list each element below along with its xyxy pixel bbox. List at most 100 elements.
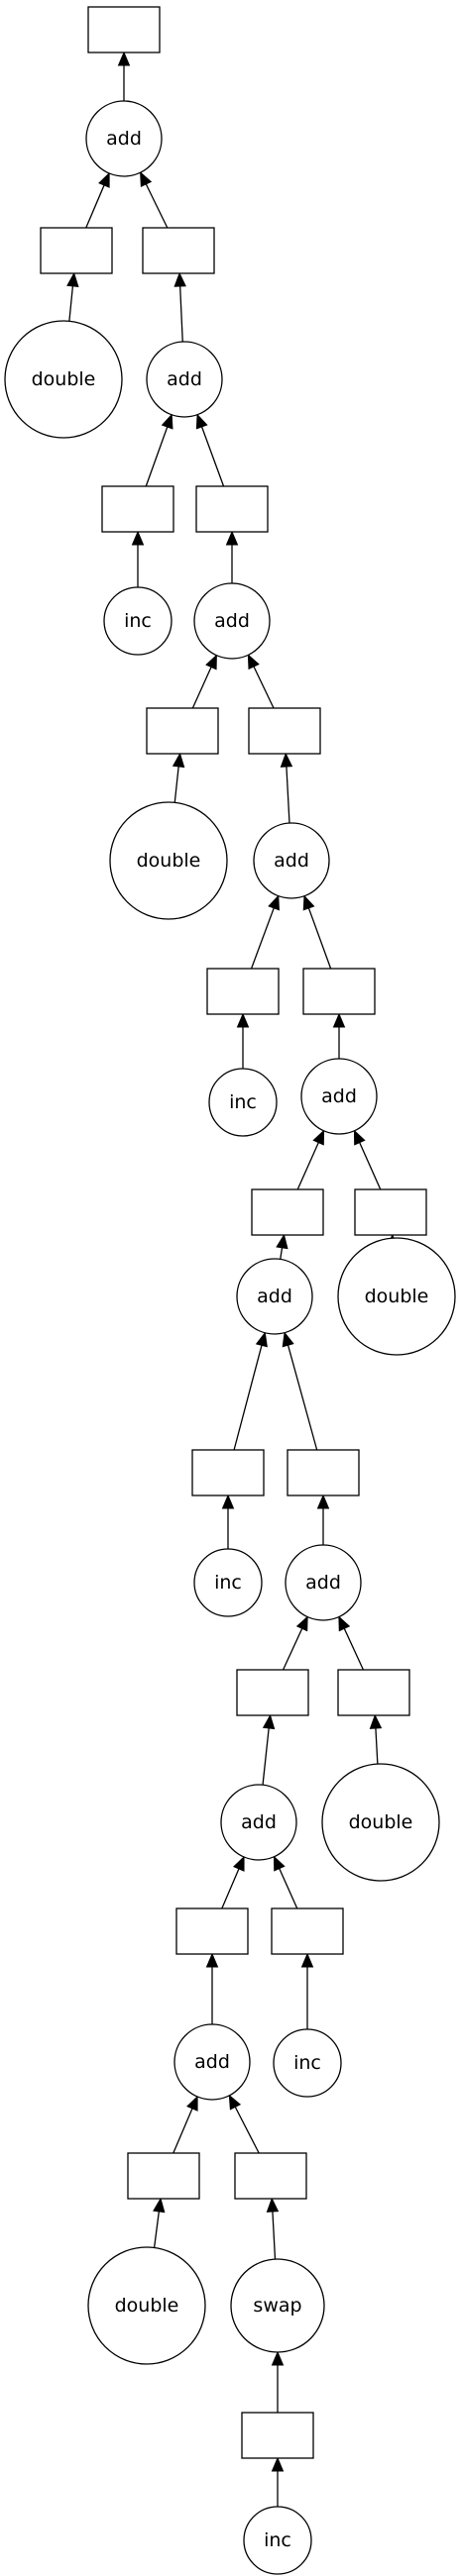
edge-r19-to-swap0 (271, 2350, 285, 2413)
arrow-head-icon (247, 654, 260, 670)
function-node-circle (193, 1548, 263, 1617)
edge-line (272, 2211, 277, 2260)
edge-inc2-to-r11 (221, 1494, 235, 1549)
edge-inc1-to-r7 (236, 1012, 250, 1069)
function-node-label: add (214, 610, 250, 632)
arrow-head-icon (186, 2095, 198, 2112)
data-node-rect (236, 1669, 309, 1716)
edge-line (68, 285, 74, 322)
edge-r7-to-add3 (250, 894, 280, 970)
function-node-circle (220, 1784, 297, 1861)
function-node-double: double (337, 1237, 456, 1356)
data-node-box (175, 1907, 249, 1955)
edge-double1-to-r5 (172, 752, 185, 803)
function-node-circle (243, 2506, 312, 2575)
edge-r18-to-add8 (228, 2094, 260, 2154)
edge-line (233, 1345, 263, 1451)
function-node-circle (103, 586, 173, 656)
edge-line (250, 907, 275, 970)
arrow-head-icon (332, 1012, 346, 1028)
function-node-circle (337, 1237, 456, 1356)
edge-inc4-to-r19 (271, 2456, 285, 2507)
edge-line (359, 1142, 382, 1190)
function-node-label: add (305, 1572, 341, 1594)
data-node-box (271, 1907, 344, 1955)
edge-add7-to-r13 (262, 1713, 276, 1786)
function-node-add: add (85, 100, 163, 177)
arrow-head-icon (205, 1952, 219, 1968)
data-node-rect (206, 968, 280, 1015)
edge-r5-to-add2 (191, 654, 217, 709)
function-node-swap: swap (230, 2258, 325, 2353)
edge-double0-to-r1 (66, 271, 79, 322)
data-node-box (248, 707, 321, 755)
edge-line (145, 426, 169, 487)
function-node-label: add (274, 850, 309, 872)
data-node-box (354, 1188, 427, 1236)
function-node-inc: inc (243, 2506, 312, 2575)
arrow-head-icon (117, 51, 131, 66)
edge-add1-to-r2 (173, 271, 186, 343)
function-node-double: double (4, 320, 123, 439)
function-node-circle (208, 1068, 278, 1137)
edge-line (375, 1727, 379, 1765)
edge-line (343, 1628, 365, 1671)
function-node-add: add (253, 822, 330, 899)
data-node-box (191, 1449, 265, 1496)
data-node-rect (142, 227, 215, 274)
function-node-circle (236, 1258, 313, 1335)
function-node-add: add (236, 1258, 313, 1335)
edge-line (191, 667, 212, 709)
data-node-rect (101, 485, 174, 533)
edge-line (221, 1868, 240, 1909)
data-node-rect (337, 1669, 410, 1716)
edge-line (173, 766, 179, 803)
arrow-head-icon (236, 1012, 250, 1028)
function-node-label: add (194, 2051, 230, 2073)
function-node-add: add (193, 582, 271, 660)
data-node-rect (175, 1907, 249, 1955)
edge-add2-to-r4 (225, 530, 239, 583)
function-node-label: swap (253, 2295, 301, 2317)
edge-swap0-to-r18 (266, 2197, 280, 2260)
edge-add5-to-r9 (276, 1233, 288, 1260)
edge-add3-to-r6 (280, 752, 293, 824)
edge-inc3-to-r16 (300, 1952, 314, 2029)
data-node-box (337, 1669, 410, 1716)
data-node-box (287, 1449, 360, 1496)
function-node-label: inc (124, 610, 152, 632)
arrow-head-icon (266, 2197, 280, 2213)
function-node-label: double (115, 2295, 179, 2317)
edge-add0-to-r0 (117, 51, 131, 101)
arrow-head-icon (98, 171, 110, 188)
function-node-circle (109, 801, 228, 920)
function-node-circle (253, 822, 330, 899)
function-node-label: add (106, 128, 142, 150)
function-node-label: double (349, 1811, 413, 1833)
function-node-double: double (321, 1763, 440, 1882)
function-node-circle (85, 100, 163, 177)
arrow-head-icon (262, 1713, 276, 1730)
arrow-head-icon (312, 1129, 325, 1146)
arrow-head-icon (295, 1615, 308, 1632)
function-node-circle (193, 582, 271, 660)
function-node-add: add (300, 1058, 378, 1135)
edge-add8-to-r15 (205, 1952, 219, 2024)
edge-r16-to-add7 (273, 1855, 298, 1909)
function-node-circle (300, 1058, 378, 1135)
function-node-label: add (321, 1085, 357, 1107)
data-node-rect (191, 1449, 265, 1496)
edge-line (179, 285, 183, 343)
function-node-label: add (241, 1811, 277, 1833)
arrow-head-icon (300, 1952, 314, 1968)
function-node-inc: inc (193, 1548, 263, 1617)
data-node-box (241, 2412, 314, 2459)
function-node-circle (87, 2246, 206, 2365)
data-node-box (146, 707, 219, 755)
arrow-head-icon (273, 1855, 286, 1872)
edge-r15-to-add7 (221, 1855, 245, 1909)
data-node-rect (40, 227, 113, 274)
data-node-rect (146, 707, 219, 755)
arrow-head-icon (172, 752, 185, 769)
arrow-head-icon (131, 530, 145, 546)
